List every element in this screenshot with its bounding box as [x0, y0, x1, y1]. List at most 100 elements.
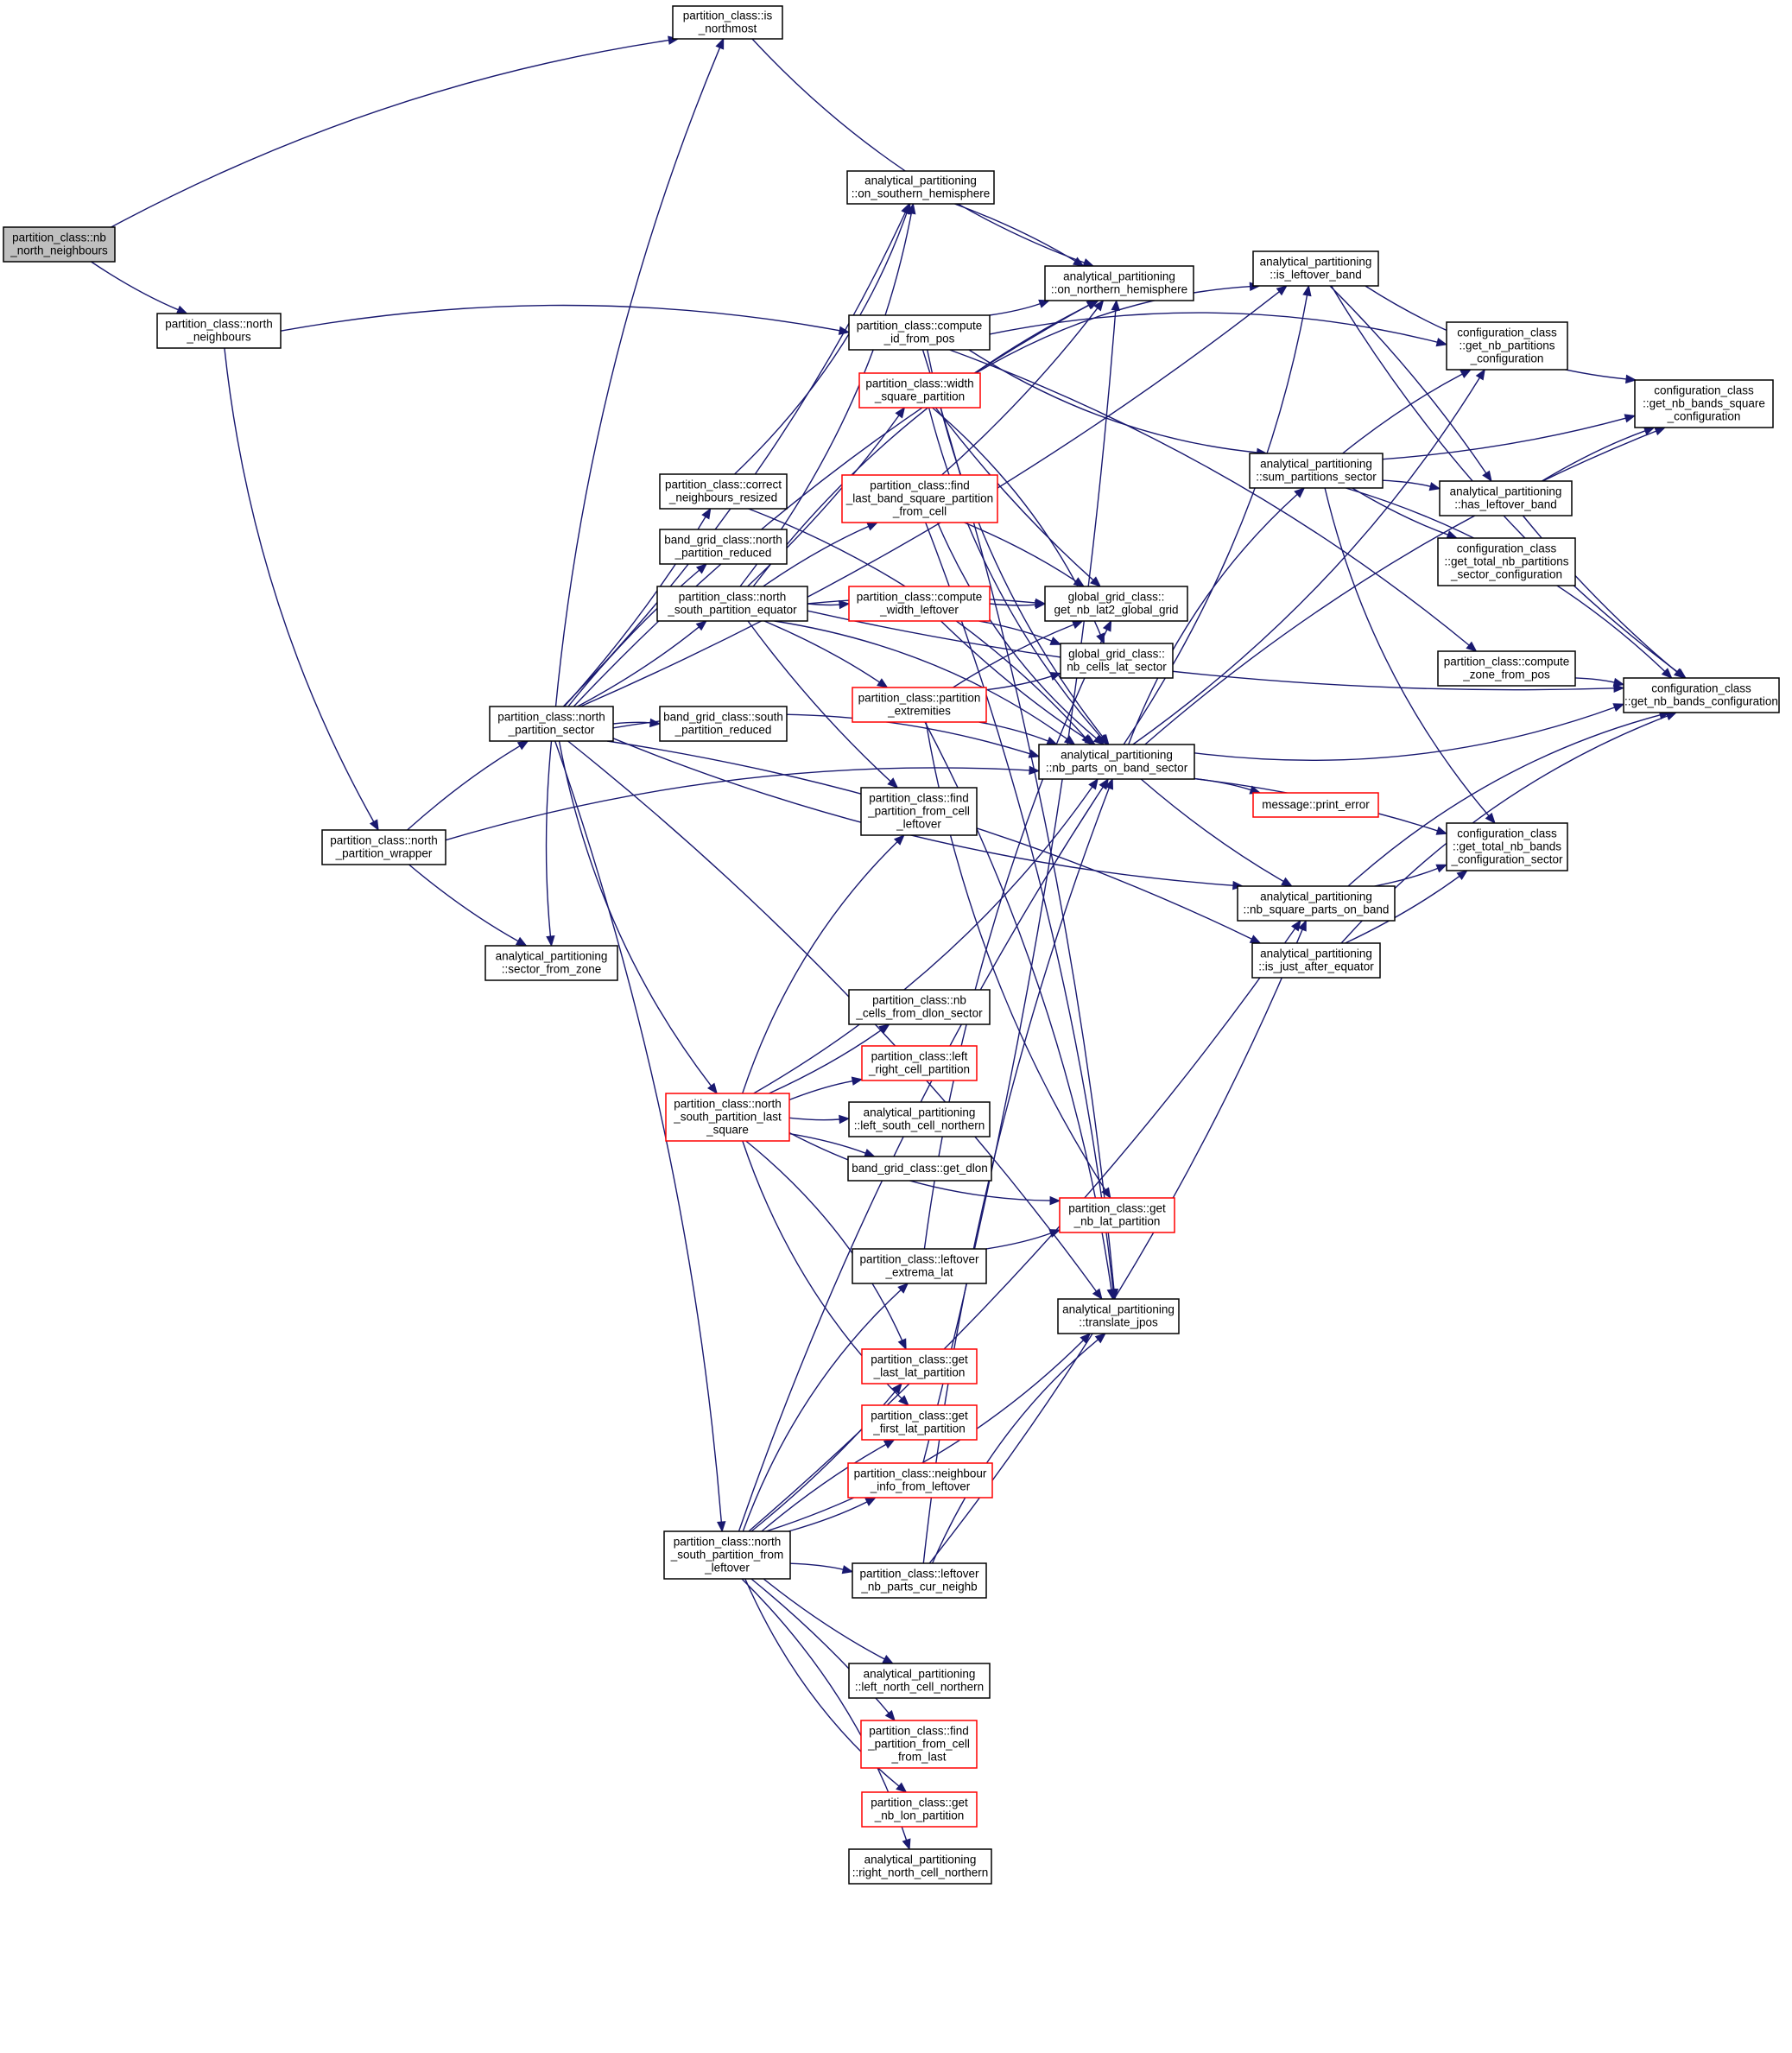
node-label-line: partition_class::north [674, 1536, 782, 1549]
node-label-line: partition_class::north [165, 318, 273, 331]
arrowhead-icon [701, 507, 712, 520]
node-label-line: partition_class::nb [872, 994, 966, 1007]
node-ns-partition-last-square[interactable]: partition_class::north_south_partition_l… [665, 1093, 790, 1142]
node-nb-cells-lat-sector[interactable]: global_grid_class::nb_cells_lat_sector [1060, 643, 1174, 679]
node-nb-north-neighbours[interactable]: partition_class::nb_north_neighbours [3, 226, 116, 263]
call-edge [407, 745, 521, 831]
node-get-first-lat-partition[interactable]: partition_class::get_first_lat_partition [861, 1404, 978, 1441]
node-compute-zone-from-pos[interactable]: partition_class::compute_zone_from_pos [1437, 650, 1576, 687]
arrowhead-icon [1049, 672, 1062, 681]
node-nb-cells-from-dlon-sector[interactable]: partition_class::nb_cells_from_dlon_sect… [848, 989, 991, 1025]
node-on-southern-hemisphere[interactable]: analytical_partitioning::on_southern_hem… [846, 170, 995, 205]
node-correct-neighbours-resized[interactable]: partition_class::correct_neighbours_resi… [659, 473, 788, 510]
node-north-partition-wrapper[interactable]: partition_class::north_partition_wrapper [321, 829, 446, 865]
node-is-northmost[interactable]: partition_class::is_northmost [672, 5, 783, 40]
node-label-line: partition_class::get [871, 1353, 968, 1366]
node-get-nb-bands-square-configuration[interactable]: configuration_class::get_nb_bands_square… [1634, 379, 1774, 428]
node-compute-width-leftover[interactable]: partition_class::compute_width_leftover [848, 586, 991, 622]
node-leftover-extrema-lat[interactable]: partition_class::leftover_extrema_lat [852, 1248, 987, 1284]
node-box [659, 473, 788, 510]
node-box [1252, 792, 1379, 818]
call-edge [788, 1131, 1051, 1201]
node-sector-from-zone[interactable]: analytical_partitioning::sector_from_zon… [484, 945, 618, 981]
node-label-line: partition_class::nb [12, 231, 106, 244]
node-label-line: analytical_partitioning [864, 1668, 976, 1681]
node-leftover-nb-parts-cur-neighb[interactable]: partition_class::leftover_nb_parts_cur_n… [852, 1562, 987, 1599]
arrowhead-icon [891, 1382, 902, 1395]
node-box [663, 1530, 791, 1580]
node-label-line: ::is_just_after_equator [1258, 960, 1374, 973]
node-south-partition-reduced[interactable]: band_grid_class::south_partition_reduced [659, 706, 788, 742]
node-left-right-cell-partition[interactable]: partition_class::left_right_cell_partiti… [861, 1045, 978, 1081]
call-edge [747, 620, 891, 783]
node-label-line: analytical_partitioning [864, 1853, 977, 1866]
node-find-partition-from-cell-leftover[interactable]: partition_class::find_partition_from_cel… [860, 787, 978, 836]
node-nb-parts-on-band-sector[interactable]: analytical_partitioning::nb_parts_on_ban… [1038, 744, 1195, 780]
node-compute-id-from-pos[interactable]: partition_class::compute_id_from_pos [848, 314, 991, 351]
node-label-line: configuration_class [1654, 384, 1754, 397]
node-is-leftover-band[interactable]: analytical_partitioning::is_leftover_ban… [1252, 250, 1379, 287]
call-edge [1382, 417, 1626, 460]
arrowhead-icon [1102, 619, 1112, 632]
node-box [848, 1101, 991, 1137]
node-label-line: _nb_lat_partition [1073, 1215, 1161, 1228]
node-ns-partition-from-leftover[interactable]: partition_class::north_south_partition_f… [663, 1530, 791, 1580]
arrowhead-icon [1111, 299, 1121, 311]
node-find-partition-from-cell-from-last[interactable]: partition_class::find_partition_from_cel… [860, 1720, 978, 1769]
call-edge [751, 38, 1085, 263]
node-is-just-after-equator[interactable]: analytical_partitioning::is_just_after_e… [1251, 942, 1381, 979]
node-label-line: global_grid_class:: [1068, 591, 1165, 604]
node-label-line: _configuration [1667, 410, 1741, 423]
node-partition-extremities[interactable]: partition_class::partition_extremities [852, 687, 987, 723]
node-ns-partition-equator[interactable]: partition_class::north_south_partition_e… [656, 586, 808, 622]
node-get-nb-lat-partition[interactable]: partition_class::get_nb_lat_partition [1059, 1197, 1175, 1233]
node-box [1446, 822, 1568, 871]
node-sum-partitions-sector[interactable]: analytical_partitioning::sum_partitions_… [1249, 453, 1384, 489]
arrowhead-icon [896, 1782, 908, 1793]
arrowhead-icon [695, 620, 707, 631]
node-on-northern-hemisphere[interactable]: analytical_partitioning::on_northern_hem… [1044, 265, 1194, 301]
node-label-line: band_grid_class::get_dlon [852, 1162, 988, 1175]
node-neighbour-info-from-leftover[interactable]: partition_class::neighbour_info_from_lef… [847, 1462, 993, 1499]
arrowhead-icon [902, 1838, 911, 1851]
node-find-last-band-square[interactable]: partition_class::find_last_band_square_p… [841, 474, 998, 523]
call-edge [925, 522, 1114, 1290]
node-message-print-error[interactable]: message::print_error [1252, 792, 1379, 818]
node-label-line: message::print_error [1262, 798, 1370, 811]
node-north-partition-reduced[interactable]: band_grid_class::north_partition_reduced [659, 529, 788, 565]
arrowhead-icon [897, 1283, 909, 1294]
node-north-partition-sector[interactable]: partition_class::north_partition_sector [489, 706, 614, 742]
arrowhead-icon [897, 1338, 907, 1351]
node-get-nb-lon-partition[interactable]: partition_class::get_nb_lon_partition [861, 1791, 978, 1828]
node-label-line: _partition_reduced [674, 724, 772, 737]
call-edge [280, 304, 840, 332]
arrowhead-icon [1665, 712, 1678, 721]
node-label-line: configuration_class [1457, 326, 1557, 339]
call-edge [752, 304, 1091, 587]
node-translate-jpos[interactable]: analytical_partitioning::translate_jpos [1057, 1298, 1180, 1334]
call-edge [562, 212, 906, 707]
arrowhead-icon [1092, 734, 1105, 745]
node-get-total-nb-partitions-sector[interactable]: configuration_class::get_total_nb_partit… [1437, 537, 1576, 586]
node-get-nb-lat2-global-grid[interactable]: global_grid_class::get_nb_lat2_global_gr… [1044, 586, 1188, 622]
node-north-neighbours[interactable]: partition_class::north_neighbours [156, 313, 282, 349]
node-get-dlon[interactable]: band_grid_class::get_dlon [847, 1156, 992, 1182]
node-nb-square-parts-on-band[interactable]: analytical_partitioning::nb_square_parts… [1237, 885, 1396, 922]
node-get-last-lat-partition[interactable]: partition_class::get_last_lat_partition [861, 1348, 978, 1385]
node-box [848, 1848, 992, 1885]
call-edge [1140, 778, 1284, 883]
node-get-nb-partitions-configuration[interactable]: configuration_class::get_nb_partitions_c… [1446, 321, 1568, 371]
node-has-leftover-band[interactable]: analytical_partitioning::has_leftover_ba… [1439, 480, 1573, 516]
node-width-square-partition[interactable]: partition_class::width_square_partition [858, 372, 981, 409]
node-box [1446, 321, 1568, 371]
node-box [1251, 942, 1381, 979]
node-left-south-cell-northern[interactable]: analytical_partitioning::left_south_cell… [848, 1101, 991, 1137]
arrowhead-icon [839, 599, 851, 610]
node-label-line: ::sector_from_zone [502, 963, 602, 976]
node-right-north-cell-northern[interactable]: analytical_partitioning::right_north_cel… [848, 1848, 992, 1885]
node-get-nb-bands-configuration[interactable]: configuration_class::get_nb_bands_config… [1623, 677, 1780, 713]
node-left-north-cell-northern[interactable]: analytical_partitioning::left_north_cell… [848, 1663, 991, 1699]
node-get-total-nb-bands-sector[interactable]: configuration_class::get_total_nb_bands_… [1446, 822, 1568, 871]
node-box [861, 1045, 978, 1081]
call-edge [1123, 295, 1308, 745]
